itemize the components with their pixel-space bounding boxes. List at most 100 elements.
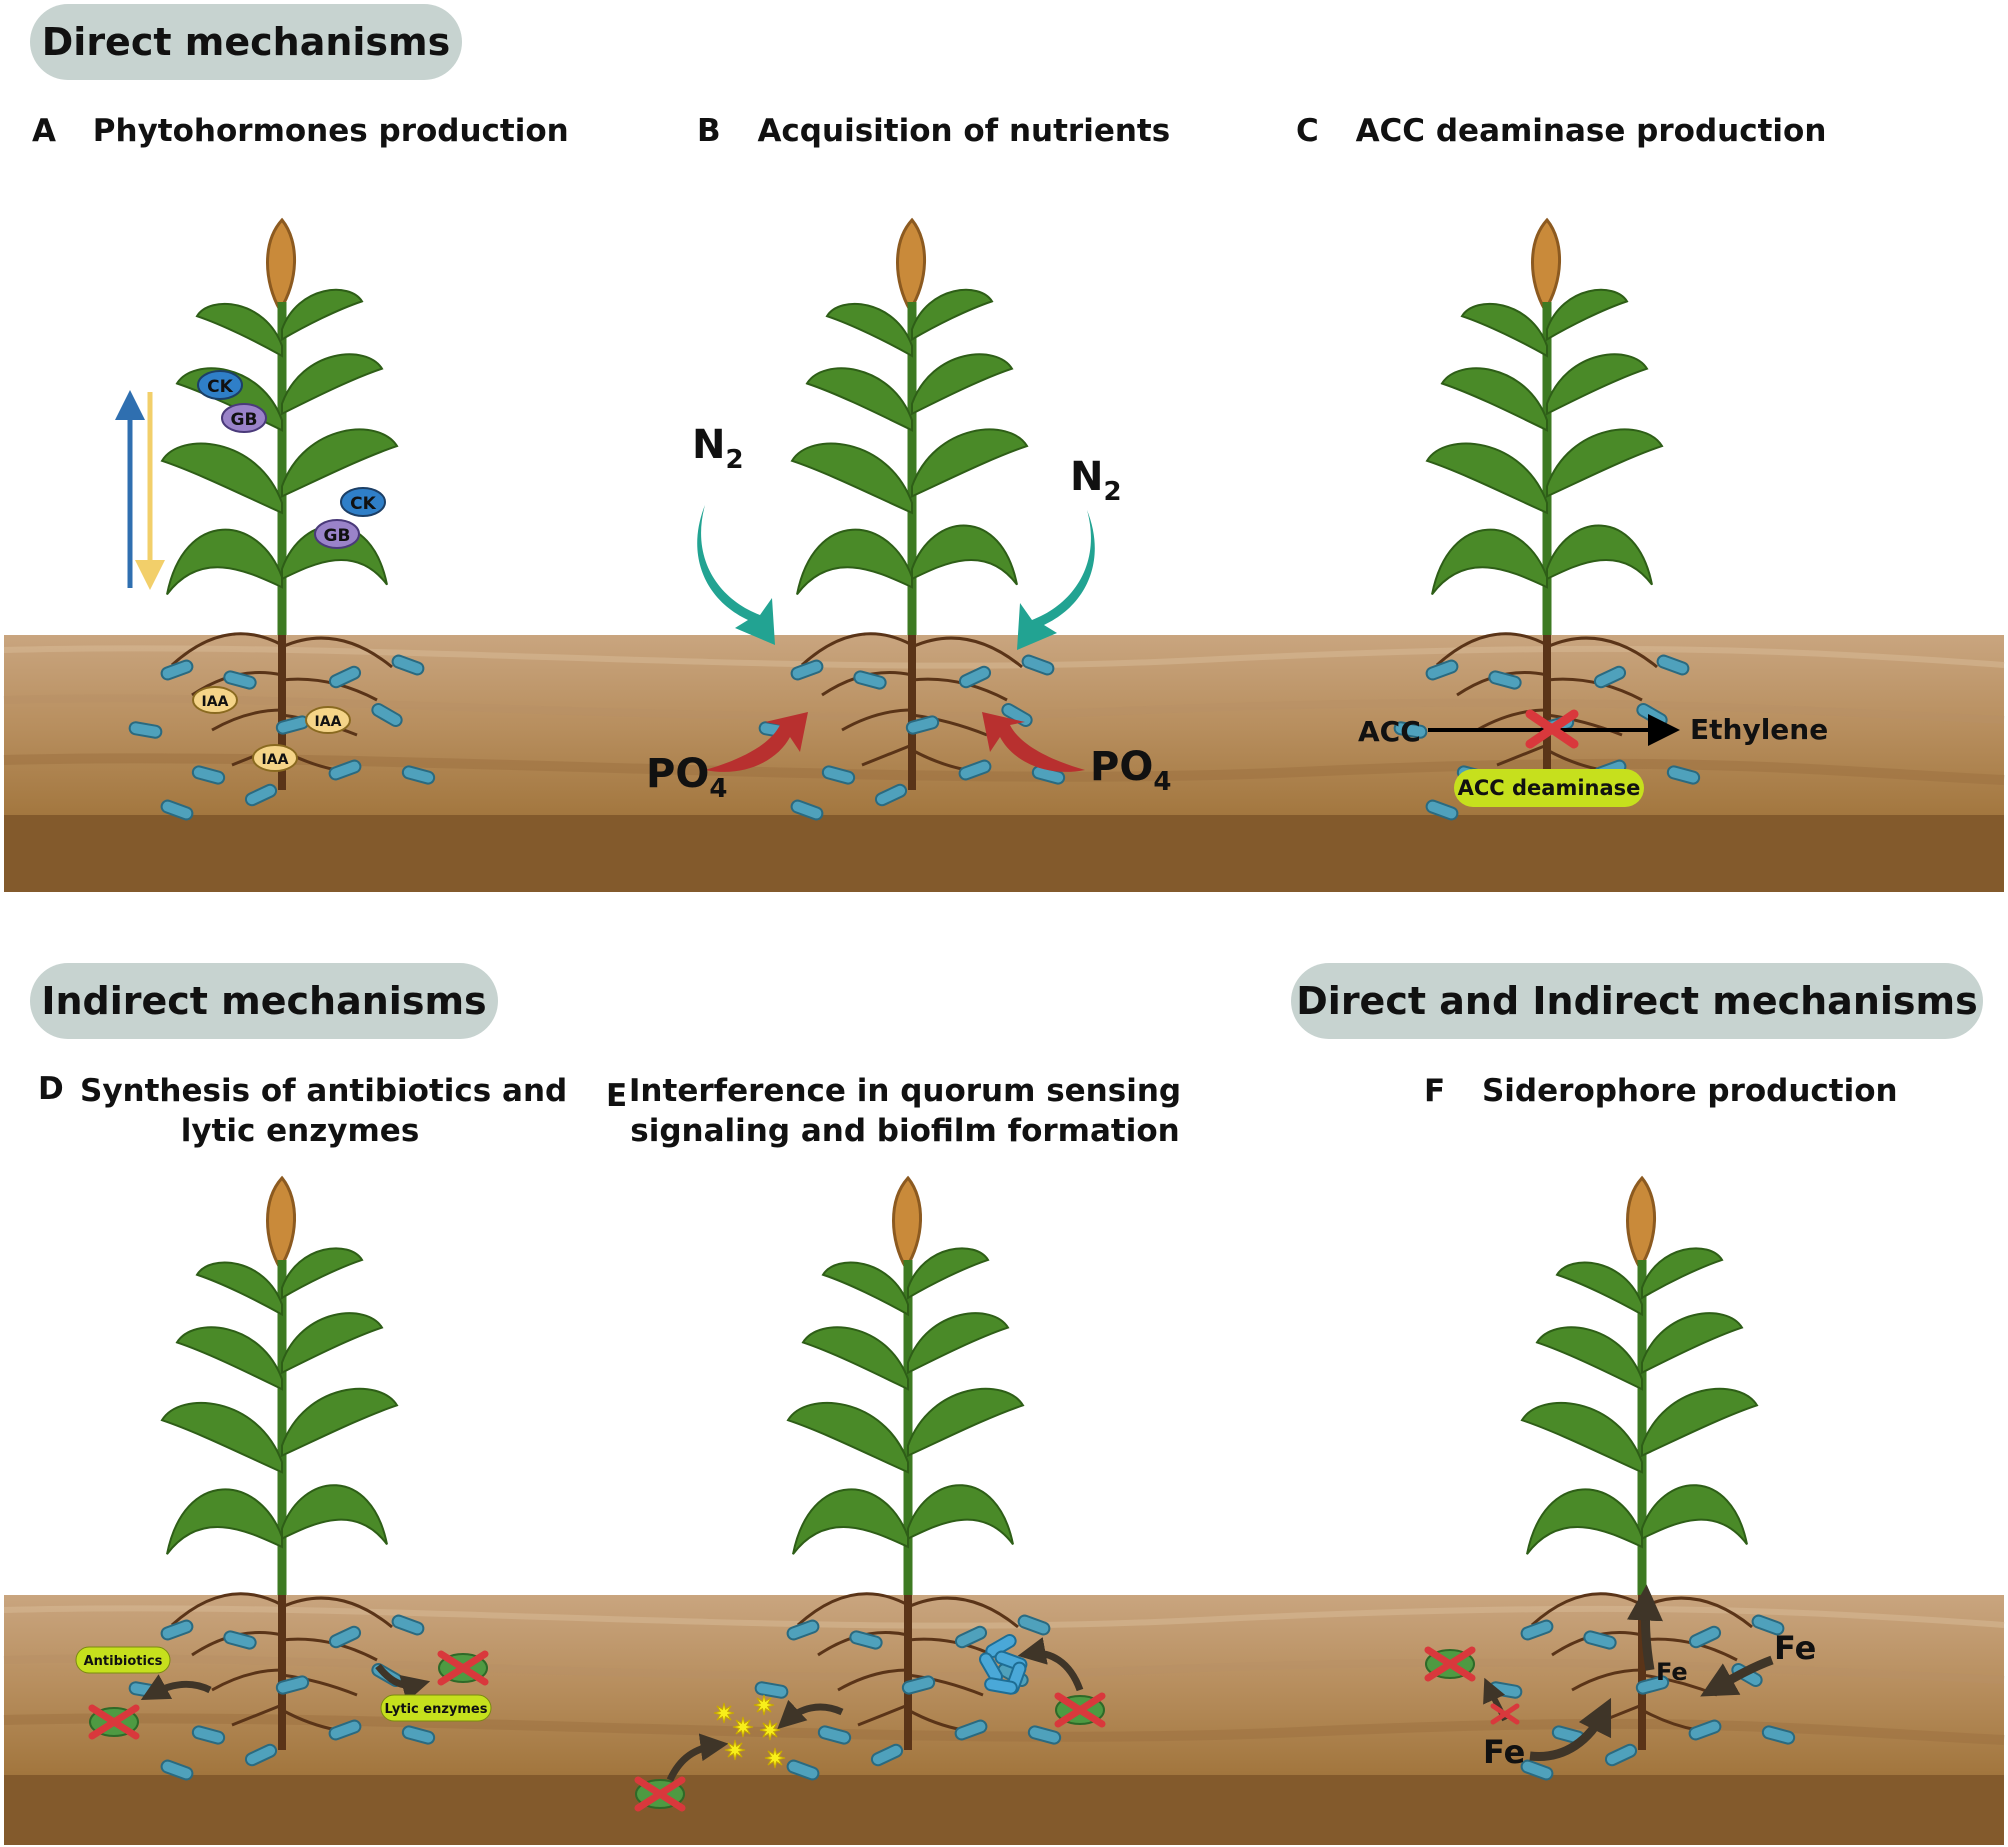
bacterium <box>1688 1625 1722 1649</box>
antibiotics-arrow <box>140 1674 212 1701</box>
panel-b-title: B Acquisition of nutrients <box>697 113 1170 149</box>
bacterium <box>905 715 940 735</box>
signal-molecule-star <box>764 1747 786 1769</box>
bacterium <box>328 665 362 689</box>
bacterium <box>1688 1719 1722 1741</box>
crossed-out-pathogen <box>437 1650 489 1686</box>
iaa-badge-1: IAA <box>192 686 238 714</box>
iaa-label-3: IAA <box>262 752 289 768</box>
bacterium <box>1017 1614 1051 1636</box>
signal-release-arrow <box>777 1699 844 1730</box>
bacterium <box>817 1725 852 1745</box>
svg-text:PO4: PO4 <box>646 751 727 804</box>
panel-c-heading: ACC deaminase production <box>1355 113 1827 149</box>
bacterium <box>1520 1619 1554 1641</box>
n2-arrow-right <box>1017 510 1095 650</box>
plant-c <box>1425 217 1664 790</box>
panel-d-title-line2: lytic enzymes <box>180 1113 420 1149</box>
bacterium <box>401 1725 436 1745</box>
fe-label-right: Fe <box>1774 1629 1816 1667</box>
bacterium <box>128 721 163 739</box>
bacterium <box>160 1619 194 1641</box>
bacterium <box>790 799 824 821</box>
bacterium <box>954 1625 988 1649</box>
bacterium <box>1027 1725 1062 1745</box>
bacterium <box>1751 1614 1785 1636</box>
panel-f-title: F Siderophore production <box>1424 1073 1898 1109</box>
antibiotics-badge: Antibiotics <box>75 1646 171 1674</box>
ck-label-upper: CK <box>207 377 233 397</box>
bacterium <box>901 1675 936 1695</box>
bacterium <box>1635 1675 1670 1695</box>
plant-e <box>786 1175 1025 1750</box>
bacterium <box>1393 721 1428 739</box>
bacterium <box>1666 765 1701 785</box>
panel-a-letter: A <box>32 113 56 149</box>
bacterium <box>1021 654 1055 676</box>
acc-deaminase-badge: ACC deaminase <box>1454 769 1644 807</box>
signal-molecule-star <box>753 1694 775 1716</box>
panel-c-title: C ACC deaminase production <box>1296 113 1826 149</box>
signal-molecule-star <box>732 1716 754 1738</box>
n2-label-left: N2 <box>692 422 744 475</box>
bacterium <box>1488 670 1522 690</box>
signal-molecule-star <box>713 1702 735 1724</box>
lytic-enzymes-badge: Lytic enzymes <box>380 1694 492 1722</box>
plant-d <box>160 1175 399 1750</box>
direct-mechanisms-label: Direct mechanisms <box>30 4 462 80</box>
svg-text:N2: N2 <box>692 422 744 475</box>
bacterium <box>244 1743 278 1767</box>
crossed-out-pathogen <box>88 1704 140 1740</box>
bacterium <box>786 1759 820 1781</box>
bacterium <box>160 1759 194 1781</box>
bacterium <box>1593 665 1627 689</box>
po4-arrow-right <box>982 712 1085 772</box>
crossed-out-pathogen <box>1054 1692 1106 1728</box>
ethylene-label: Ethylene <box>1690 713 1828 746</box>
po4-label-right: PO4 <box>1090 744 1171 797</box>
n2-arrow-left <box>697 505 775 645</box>
pathogen-to-signal-arrow <box>666 1733 729 1782</box>
panel-b-heading: Acquisition of nutrients <box>757 113 1171 149</box>
fe-uptake-arrow-left <box>1529 1697 1612 1761</box>
bacterium <box>958 759 992 781</box>
lytic-enzymes-arrow <box>375 1663 431 1703</box>
bacterium <box>223 670 257 690</box>
ck-label-lower: CK <box>350 494 376 514</box>
bacterium <box>401 765 436 785</box>
biofilm-inhibition-arrow <box>1017 1637 1084 1692</box>
bacterium <box>1761 1725 1796 1745</box>
panel-d-letter: D <box>38 1071 64 1107</box>
antibiotics-label: Antibiotics <box>84 1654 163 1669</box>
panel-b-letter: B <box>697 113 721 149</box>
hormone-flow-arrows <box>115 390 165 590</box>
bacterium <box>191 1725 226 1745</box>
iaa-label-2: IAA <box>315 714 342 730</box>
iaa-badge-2: IAA <box>305 706 351 734</box>
bacterium <box>849 1630 883 1650</box>
po4-arrow-left <box>705 712 808 772</box>
biofilm-cluster <box>979 1634 1028 1695</box>
bacterium <box>1520 1759 1554 1781</box>
bacterium <box>786 1619 820 1641</box>
bacterium <box>223 1630 257 1650</box>
bacterium <box>160 659 194 681</box>
ck-badge-lower: CK <box>340 487 386 517</box>
bacterium <box>821 765 856 785</box>
bacterium <box>790 659 824 681</box>
iaa-label-1: IAA <box>202 694 229 710</box>
soil-band-top <box>3 635 2005 892</box>
bacterium <box>391 654 425 676</box>
acc-label: ACC <box>1358 715 1421 748</box>
quorum-signal-molecules <box>713 1694 786 1769</box>
gb-label-upper: GB <box>231 410 258 430</box>
iaa-badge-3: IAA <box>252 744 298 772</box>
bacterium <box>1583 1630 1617 1650</box>
panel-d-heading: Synthesis of antibiotics and lytic enzym… <box>80 1071 567 1151</box>
bacterium <box>954 1719 988 1741</box>
panel-e-letter: E <box>606 1078 628 1114</box>
bacterium <box>391 1614 425 1636</box>
bacterium <box>328 1719 362 1741</box>
pathway-block-cross <box>1525 709 1579 749</box>
